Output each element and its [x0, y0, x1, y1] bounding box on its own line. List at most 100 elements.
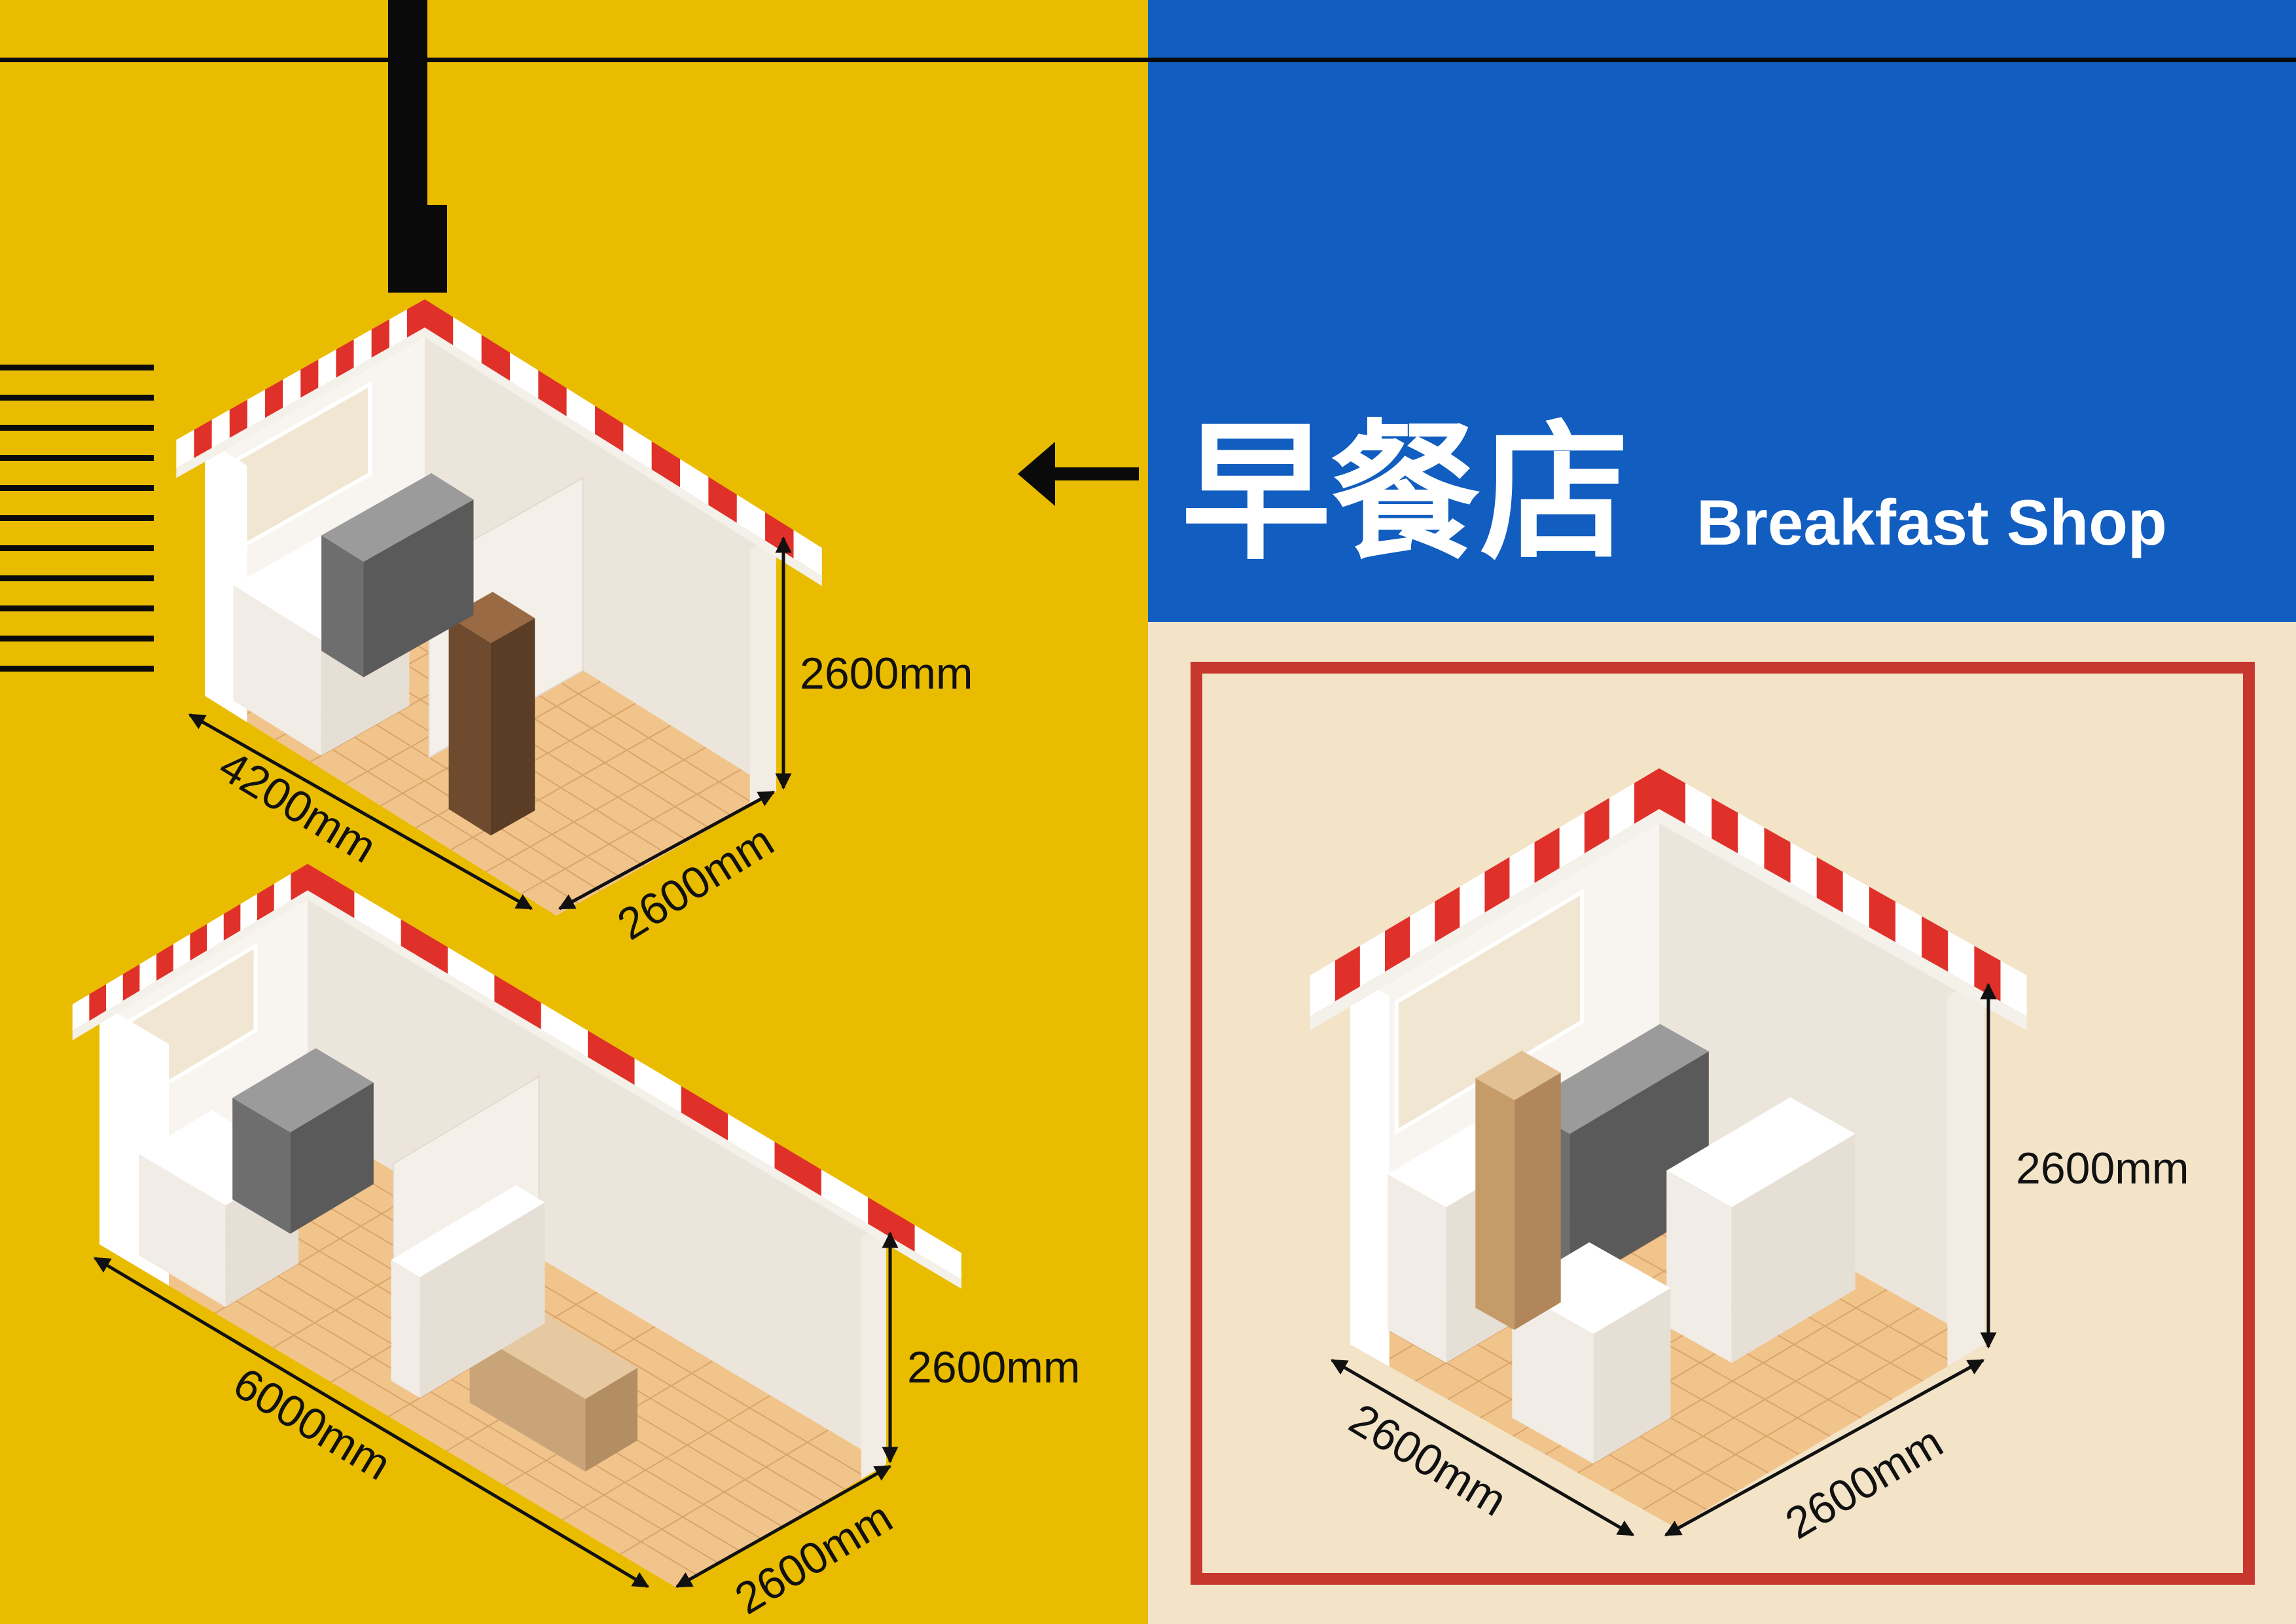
furniture-front: [1570, 1051, 1709, 1290]
side-wall-edge: [1947, 974, 1984, 1367]
awning-stripe: [1659, 768, 1686, 824]
awning-stripe: [1790, 842, 1817, 898]
side-wall-edge: [749, 535, 776, 806]
awning-stripe: [634, 1058, 681, 1113]
vertical-black-bar: [388, 0, 447, 293]
stripe-line: [0, 365, 154, 370]
awning-stripe: [1816, 857, 1843, 913]
awning-stripe: [793, 530, 822, 577]
awning-stripe: [623, 424, 652, 470]
furniture-top: [391, 1185, 545, 1277]
stripe-line: [0, 545, 154, 551]
awning-stripe: [1460, 872, 1485, 928]
stripe-line: [0, 636, 154, 641]
furniture-side: [1475, 1078, 1515, 1330]
awning-stripe: [401, 919, 448, 974]
awning-stripe: [651, 441, 681, 488]
right-awning-fascia: [425, 327, 822, 586]
awning-stripe: [300, 359, 319, 398]
awning-stripe: [207, 914, 224, 951]
awning-stripe: [1922, 916, 1948, 972]
awning-stripe: [680, 459, 709, 505]
awning-stripe: [538, 370, 567, 416]
furniture-top: [232, 1048, 374, 1132]
awning-stripe: [1559, 812, 1585, 869]
arrow-left-icon: [1018, 442, 1139, 506]
awning-stripe: [406, 299, 425, 338]
furniture-side: [232, 1098, 291, 1234]
awning-stripe: [1609, 783, 1634, 839]
awning-stripe: [229, 399, 247, 439]
furniture-side: [1666, 1170, 1732, 1363]
furniture-side: [233, 585, 321, 756]
awning-stripe: [728, 1113, 775, 1168]
awning-stripe: [588, 1030, 635, 1085]
awning-stripe: [914, 1225, 961, 1280]
left-awning-fascia: [176, 327, 425, 478]
height-label-2: 2600mm: [907, 1343, 1081, 1392]
left-awning-fascia: [1310, 809, 1659, 1031]
furniture-side: [448, 617, 491, 836]
awning-stripe: [156, 944, 173, 981]
awning-stripe: [173, 934, 190, 971]
awning-stripe: [510, 352, 539, 399]
furniture-front: [363, 499, 474, 677]
awning-stripe: [681, 1086, 728, 1141]
awning-stripe: [1712, 798, 1738, 854]
awning-stripe: [708, 477, 737, 523]
height-label-1: 2600mm: [800, 649, 973, 698]
awning-stripe: [1410, 901, 1435, 957]
stripe-line: [0, 575, 154, 581]
awning-stripe: [264, 380, 283, 418]
stripe-line: [0, 605, 154, 611]
furniture-front: [290, 1082, 374, 1234]
furniture-top: [1520, 1024, 1709, 1134]
awning-stripe: [176, 429, 194, 469]
dimension-lines: [93, 536, 1997, 1589]
awning-stripe: [453, 317, 482, 363]
awning-stripe: [1738, 812, 1765, 869]
stripe-line: [0, 666, 154, 672]
width-dimension-line-2: [675, 1464, 892, 1589]
awning-stripe: [595, 406, 624, 452]
horizontal-stripes-decoration: [0, 365, 154, 672]
awning-stripe: [1948, 931, 1975, 987]
top-divider-line: [0, 58, 2296, 62]
side-wall-edge: [861, 1223, 886, 1479]
width-dimension-line-3: [1664, 1358, 1985, 1537]
stripe-line: [0, 395, 154, 401]
awning-stripe: [353, 329, 372, 368]
awning-stripe: [1384, 916, 1410, 972]
awning-stripe: [371, 319, 389, 358]
furniture-top: [321, 473, 474, 562]
awning-stripe: [318, 350, 336, 388]
awning-stripe: [821, 1169, 869, 1224]
awning-stripe: [223, 904, 241, 941]
title-english: Breakfast Shop: [1696, 486, 2167, 558]
awning-stripe: [1842, 872, 1869, 928]
window: [1394, 888, 1584, 1136]
right-awning-fascia: [1659, 809, 2027, 1031]
awning-stripe: [283, 369, 301, 408]
awning-stripe: [336, 339, 354, 378]
stripe-line: [0, 455, 154, 461]
awning-stripe: [1685, 783, 1712, 839]
awning-stripe: [494, 975, 541, 1030]
title-chinese: 早餐店: [1181, 406, 1629, 580]
awning-stripe: [1584, 798, 1609, 854]
furniture-top: [1475, 1051, 1561, 1100]
stripe-line: [0, 425, 154, 431]
awning-stripe: [481, 334, 510, 381]
awning-stripe: [72, 994, 90, 1031]
stripe-line: [0, 515, 154, 521]
awning-stripe: [1895, 901, 1922, 957]
awning-stripe: [247, 389, 265, 428]
length-dimension-line-3: [1330, 1358, 1635, 1537]
awning-stripe: [89, 984, 106, 1021]
furniture-front: [491, 618, 535, 836]
length-dimension-line-2: [93, 1256, 650, 1589]
awning-stripe: [1534, 827, 1560, 883]
awning-stripe: [1634, 768, 1659, 824]
awning-stripe: [448, 947, 495, 1002]
